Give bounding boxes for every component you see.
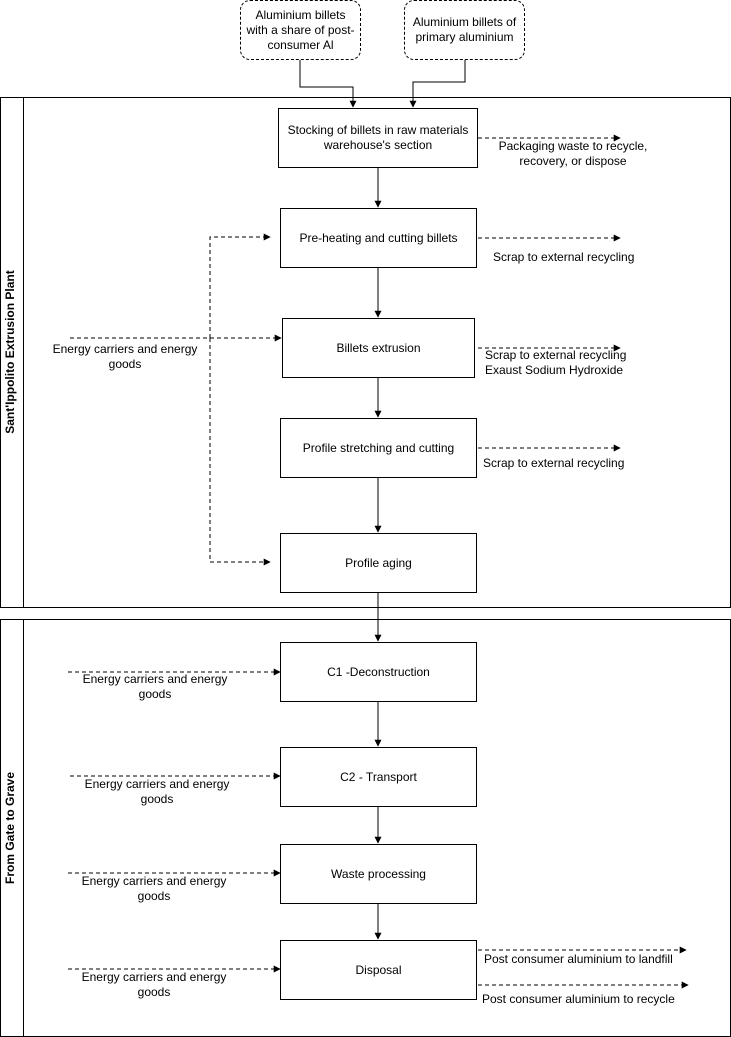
step-aging: Profile aging	[280, 533, 477, 593]
output-packaging-label: Packaging waste to recycle, recovery, or…	[498, 139, 648, 168]
arrow-energy-to-aging	[209, 338, 271, 566]
energy-c2-label: Energy carriers and energy goods	[84, 777, 230, 806]
lane-plant-header	[0, 97, 24, 608]
input-recycled-billets: Aluminium billets with a share of post-c…	[240, 0, 361, 60]
lane-grave-title: From Gate to Grave	[3, 771, 17, 885]
step-preheating: Pre-heating and cutting billets	[280, 208, 477, 268]
step-c2-transport: C2 - Transport	[280, 747, 477, 807]
step-extrusion: Billets extrusion	[282, 318, 475, 378]
lane-plant-title: Sant'Ippolito Extrusion Plant	[3, 270, 17, 434]
step-c1-deconstruction: C1 -Deconstruction	[280, 642, 477, 702]
output-recycle-label: Post consumer aluminium to recycle	[482, 992, 675, 1006]
step-stretching: Profile stretching and cutting	[280, 418, 477, 478]
input-primary-billets: Aluminium billets of primary aluminium	[404, 0, 525, 60]
energy-waste-label: Energy carriers and energy goods	[81, 874, 227, 903]
energy-disposal-label: Energy carriers and energy goods	[81, 970, 227, 999]
step-stocking: Stocking of billets in raw materials war…	[278, 108, 478, 168]
output-landfill-label: Post consumer aluminium to landfill	[484, 952, 673, 966]
energy-plant-label: Energy carriers and energy goods	[52, 342, 198, 371]
output-sodium-label: Exaust Sodium Hydroxide	[485, 363, 624, 377]
arrow-energy-to-preheat	[209, 233, 271, 338]
step-disposal: Disposal	[280, 940, 477, 1000]
output-scrap-preheat-label: Scrap to external recycling	[493, 250, 635, 264]
step-waste-processing: Waste processing	[280, 844, 477, 904]
arrow-primary-to-stocking	[409, 60, 466, 108]
output-scrap-stretch-label: Scrap to external recycling	[483, 456, 625, 470]
lane-grave-header	[0, 619, 24, 1037]
energy-c1-label: Energy carriers and energy goods	[82, 672, 228, 701]
output-scrap-extrusion-label: Scrap to external recycling	[485, 348, 627, 362]
